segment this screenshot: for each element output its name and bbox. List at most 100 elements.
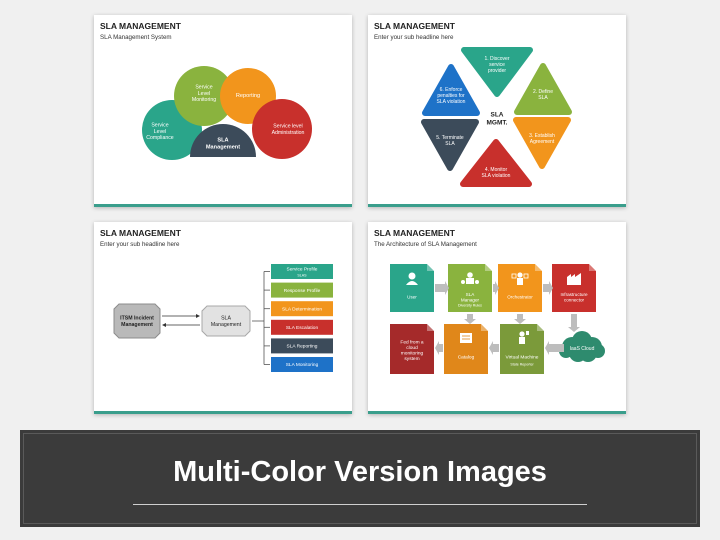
orchestrator-icon-part bbox=[511, 273, 517, 279]
arch-top-arrow-1 bbox=[435, 281, 449, 295]
list-item-5 bbox=[271, 338, 333, 354]
arch-left-arrow-1 bbox=[435, 341, 443, 355]
sla-management-box bbox=[201, 305, 251, 337]
arch-bottom-card-3 bbox=[500, 324, 544, 374]
slide-sla-cycle[interactable]: SLA MANAGEMENT Enter your sub headline h… bbox=[368, 15, 626, 207]
banner: Multi-Color Version Images bbox=[20, 430, 700, 527]
catalog-icon bbox=[460, 333, 472, 343]
banner-divider bbox=[133, 504, 587, 505]
manager-icon bbox=[461, 272, 479, 284]
center-half-circle bbox=[190, 124, 256, 157]
monitoring-circle bbox=[174, 66, 234, 126]
list-item-4 bbox=[271, 319, 333, 335]
slide-subtitle: Enter your sub headline here bbox=[100, 241, 180, 248]
arch-left-arrow-3 bbox=[545, 341, 564, 355]
arch-bottom-card-2 bbox=[444, 324, 488, 374]
arrow-left-head bbox=[162, 323, 166, 327]
manager-icon-part bbox=[466, 278, 474, 284]
arrow-right-head bbox=[196, 314, 200, 318]
arch-bottom-card-2-fold bbox=[481, 324, 488, 331]
cycle-step-2 bbox=[514, 63, 572, 115]
admin-circle bbox=[252, 99, 312, 159]
cycle-step-4 bbox=[460, 139, 532, 187]
arch-top-label-3: Orchestrator bbox=[507, 295, 533, 300]
list-item-label-6: SLA Monitoring bbox=[286, 362, 319, 368]
slide-accent-bar bbox=[368, 411, 626, 414]
slide-accent-bar bbox=[94, 204, 352, 207]
vm-icon-part bbox=[526, 331, 529, 335]
user-icon bbox=[406, 272, 418, 285]
slide-accent-bar bbox=[368, 204, 626, 207]
arch-top-card-2 bbox=[448, 264, 492, 312]
slide-sla-system[interactable]: SLA MANAGEMENT SLA Management System Ser… bbox=[94, 15, 352, 207]
arch-top-card-2-fold bbox=[485, 264, 492, 271]
cycle-step-6 bbox=[422, 64, 480, 116]
slide-subtitle: The Architecture of SLA Management bbox=[374, 241, 477, 248]
arch-bottom-label-3: Virtual Machine bbox=[506, 355, 539, 361]
manager-icon-part bbox=[475, 280, 479, 284]
user-icon-part bbox=[406, 281, 418, 285]
banner-frame bbox=[23, 433, 697, 524]
list-item-label-2: Response Profile bbox=[284, 288, 321, 294]
arch-down-arrow-3 bbox=[568, 314, 580, 332]
factory-icon-part bbox=[567, 273, 581, 285]
slide-subtitle: SLA Management System bbox=[100, 34, 172, 41]
slide-title: SLA MANAGEMENT bbox=[374, 21, 455, 31]
iaas-cloud-label: IaaS Cloud bbox=[570, 346, 595, 352]
arch-top-arrow-2 bbox=[493, 281, 499, 295]
cycle-step-3 bbox=[513, 117, 571, 169]
arch-down-arrow-1 bbox=[464, 314, 476, 324]
slide-subtitle: Enter your sub headline here bbox=[374, 34, 454, 41]
manager-icon-part bbox=[467, 272, 473, 278]
orchestrator-icon-part bbox=[517, 278, 523, 285]
slide-sla-architecture[interactable]: SLA MANAGEMENT The Architecture of SLA M… bbox=[368, 222, 626, 414]
arch-bottom-card-1-fold bbox=[427, 324, 434, 331]
user-icon-part bbox=[408, 272, 416, 280]
slide-sla-flow[interactable]: SLA MANAGEMENT Enter your sub headline h… bbox=[94, 222, 352, 414]
banner-title: Multi-Color Version Images bbox=[173, 456, 547, 488]
arch-top-card-4-fold bbox=[589, 264, 596, 271]
list-item-2 bbox=[271, 282, 333, 298]
orchestrator-icon-part bbox=[517, 272, 523, 278]
manager-icon-part bbox=[461, 280, 465, 284]
list-item-label-3: SLA Determination bbox=[282, 306, 322, 312]
arch-left-arrow-2 bbox=[489, 341, 499, 355]
arch-top-card-1-fold bbox=[427, 264, 434, 271]
slide-title: SLA MANAGEMENT bbox=[374, 228, 455, 238]
list-item-sub-1: SLAS bbox=[297, 273, 307, 277]
list-item-label-4: SLA Escalation bbox=[286, 325, 319, 331]
arch-bottom-card-1 bbox=[390, 324, 434, 374]
arch-top-label-1: User bbox=[407, 295, 417, 300]
itsm-box bbox=[113, 303, 161, 339]
slide-title: SLA MANAGEMENT bbox=[100, 228, 181, 238]
catalog-icon-part bbox=[460, 333, 472, 343]
vm-icon-part bbox=[519, 337, 525, 344]
cycle-step-5 bbox=[421, 119, 479, 171]
cycle-step-1 bbox=[461, 47, 533, 97]
slide-title: SLA MANAGEMENT bbox=[100, 21, 181, 31]
orchestrator-icon bbox=[511, 272, 529, 285]
arch-bottom-sub-3: State Reporter bbox=[510, 362, 534, 366]
arch-top-sub-2: Diversity Rules bbox=[458, 303, 482, 307]
list-item-label-1: Service Profile bbox=[287, 267, 318, 273]
arch-top-arrow-3 bbox=[543, 281, 553, 295]
arch-bottom-card-3-fold bbox=[537, 324, 544, 331]
orchestrator-icon-part bbox=[523, 273, 529, 279]
